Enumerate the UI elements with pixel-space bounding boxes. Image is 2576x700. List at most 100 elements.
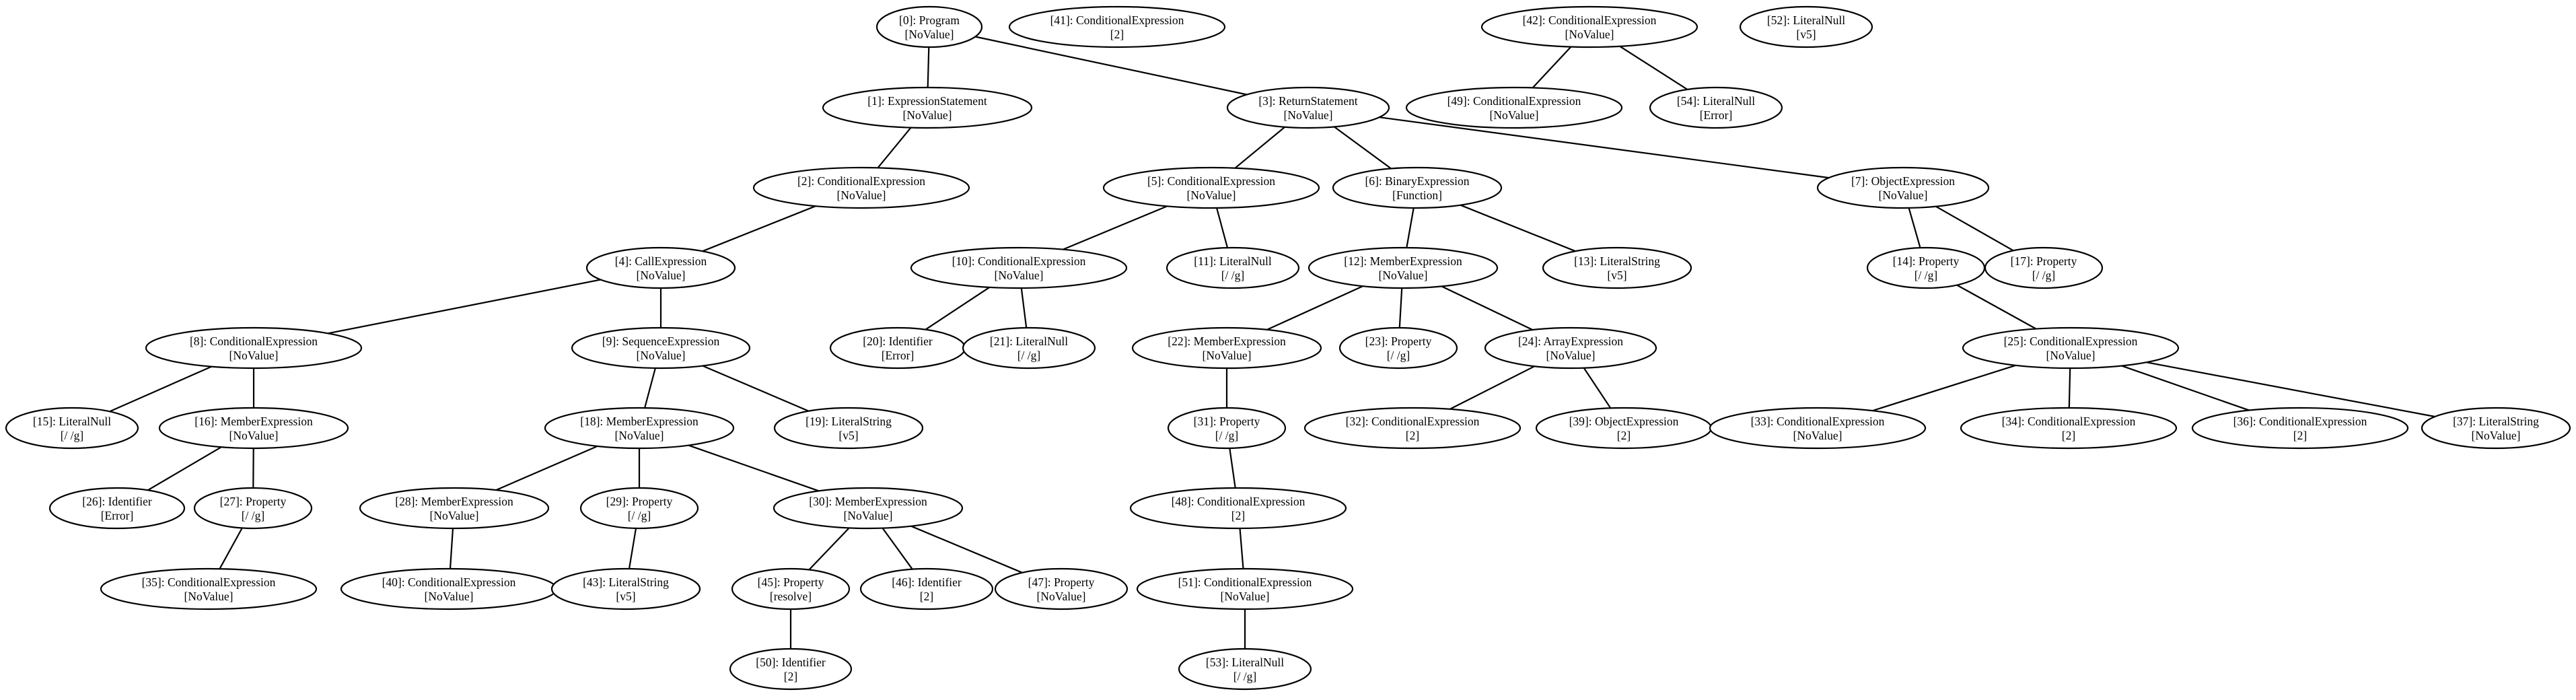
edge-29-43 <box>628 528 637 569</box>
node-value: [NoValue] <box>1379 269 1428 282</box>
node-value: [2] <box>1617 429 1631 442</box>
node-shape <box>1535 407 1713 450</box>
node-shape <box>1308 246 1499 289</box>
node-value: [/ /g] <box>1221 269 1245 282</box>
edge-0-3 <box>974 36 1247 96</box>
node-label: [45]: Property <box>758 575 824 589</box>
node-shape <box>822 86 1033 129</box>
node-34: [34]: ConditionalExpression[2] <box>1960 407 2178 450</box>
node-30: [30]: MemberExpression[NoValue] <box>773 487 964 530</box>
node-52: [52]: LiteralNull[v5] <box>1739 5 1873 48</box>
edge-5-11 <box>1216 207 1229 248</box>
node-shape <box>1866 246 1986 289</box>
node-41: [41]: ConditionalExpression[2] <box>1008 5 1226 48</box>
node-shape <box>1178 648 1312 691</box>
node-28: [28]: MemberExpression[NoValue] <box>359 487 550 530</box>
node-shape <box>340 567 558 610</box>
node-45: [45]: Property[resolve] <box>731 567 851 610</box>
node-value: [2] <box>784 670 797 683</box>
node-value: [2] <box>1231 509 1245 522</box>
edge-25-33 <box>1872 364 2016 412</box>
node-35: [35]: ConditionalExpression[NoValue] <box>100 567 318 610</box>
node-value: [NoValue] <box>1879 188 1928 202</box>
node-value: [NoValue] <box>425 590 474 603</box>
edge-0-1 <box>927 46 930 88</box>
node-51: [51]: ConditionalExpression[NoValue] <box>1136 567 1354 610</box>
node-value: [NoValue] <box>1793 429 1842 442</box>
node-value: [NoValue] <box>844 509 893 522</box>
node-value: [v5] <box>1796 28 1816 41</box>
node-value: [NoValue] <box>1037 590 1086 603</box>
node-label: [7]: ObjectExpression <box>1851 174 1955 188</box>
node-46: [46]: Identifier[2] <box>859 567 994 610</box>
node-0: [0]: Program[NoValue] <box>875 5 983 48</box>
node-value: [NoValue] <box>903 108 952 122</box>
node-shape <box>1338 326 1458 370</box>
node-shape <box>100 567 318 610</box>
node-32: [32]: ConditionalExpression[2] <box>1303 407 1522 450</box>
node-label: [37]: LiteralString <box>2453 415 2539 428</box>
node-shape <box>2421 407 2571 450</box>
node-label: [43]: LiteralString <box>583 575 669 589</box>
node-shape <box>1480 5 1698 48</box>
node-shape <box>1816 166 1990 209</box>
node-label: [32]: ConditionalExpression <box>1346 415 1480 428</box>
node-value: [/ /g] <box>1017 349 1041 362</box>
node-shape <box>1166 246 1300 289</box>
node-21: [21]: LiteralNull[/ /g] <box>962 326 1096 370</box>
node-label: [49]: ConditionalExpression <box>1447 94 1581 108</box>
node-2: [2]: ConditionalExpression[NoValue] <box>752 166 970 209</box>
node-value: [2] <box>2062 429 2075 442</box>
node-24: [24]: ArrayExpression[NoValue] <box>1484 326 1657 370</box>
node-shape <box>579 487 699 530</box>
node-shape <box>859 567 994 610</box>
node-shape <box>158 407 349 450</box>
node-value: [/ /g] <box>1915 269 1938 282</box>
edge-7-14 <box>1908 207 1921 248</box>
node-label: [53]: LiteralNull <box>1206 656 1284 669</box>
node-value: [Error] <box>1700 108 1733 122</box>
node-12: [12]: MemberExpression[NoValue] <box>1308 246 1499 289</box>
edge-9-19 <box>702 365 810 412</box>
node-5: [5]: ConditionalExpression[NoValue] <box>1102 166 1320 209</box>
edge-6-12 <box>1406 207 1415 248</box>
node-value: [NoValue] <box>1284 108 1333 122</box>
node-label: [42]: ConditionalExpression <box>1523 13 1657 27</box>
node-19: [19]: LiteralString[v5] <box>773 407 924 450</box>
node-value: [NoValue] <box>837 188 886 202</box>
node-40: [40]: ConditionalExpression[NoValue] <box>340 567 558 610</box>
node-value: [NoValue] <box>1546 349 1596 362</box>
edge-layer <box>109 36 2435 649</box>
node-value: [/ /g] <box>1215 429 1239 442</box>
edge-12-24 <box>1441 285 1534 331</box>
edge-10-21 <box>1020 287 1028 328</box>
node-label: [15]: LiteralNull <box>33 415 111 428</box>
node-value: [2] <box>2293 429 2307 442</box>
node-label: [52]: LiteralNull <box>1767 13 1845 27</box>
node-label: [12]: MemberExpression <box>1344 254 1462 268</box>
node-label: [18]: MemberExpression <box>580 415 699 428</box>
node-value: [v5] <box>838 429 858 442</box>
edge-42-54 <box>1619 45 1688 90</box>
node-8: [8]: ConditionalExpression[NoValue] <box>145 326 363 370</box>
node-shape <box>544 407 735 450</box>
edge-31-48 <box>1229 448 1236 489</box>
node-value: [v5] <box>1607 269 1626 282</box>
node-label: [11]: LiteralNull <box>1194 254 1272 268</box>
node-value: [/ /g] <box>628 509 651 522</box>
node-25: [25]: ConditionalExpression[NoValue] <box>1962 326 2180 370</box>
node-label: [4]: CallExpression <box>615 254 707 268</box>
node-label: [5]: ConditionalExpression <box>1147 174 1275 188</box>
node-shape <box>48 487 186 530</box>
node-label: [8]: ConditionalExpression <box>190 335 318 348</box>
node-label: [28]: MemberExpression <box>395 495 513 508</box>
node-13: [13]: LiteralString[v5] <box>1542 246 1692 289</box>
node-36: [36]: ConditionalExpression[2] <box>2191 407 2409 450</box>
node-shape <box>729 648 853 691</box>
node-shape <box>1960 407 2178 450</box>
node-shape <box>1739 5 1873 48</box>
node-10: [10]: ConditionalExpression[NoValue] <box>910 246 1128 289</box>
node-shape <box>1709 407 1927 450</box>
node-shape <box>585 246 736 289</box>
